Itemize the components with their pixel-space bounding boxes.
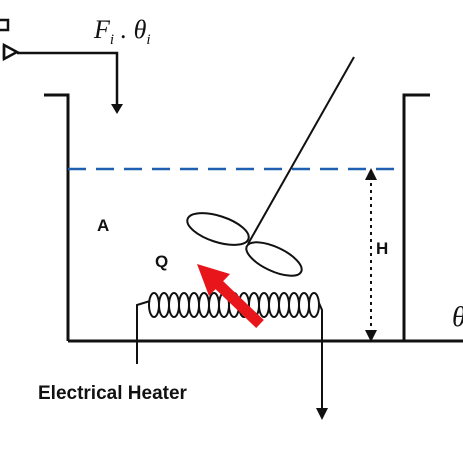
inflow-label: Fi . θi — [93, 15, 151, 48]
stirrer-icon — [186, 56, 355, 277]
tank-wall-left — [44, 93, 70, 341]
height-arrow-top — [365, 168, 377, 180]
tank-wall-right — [402, 93, 430, 341]
feed-arrow-head — [111, 104, 123, 114]
outflow-theta-label: θ — [452, 302, 463, 333]
feed-pipe — [17, 51, 119, 110]
heater-wire-arrow-head — [316, 408, 328, 420]
heater-caption: Electrical Heater — [38, 383, 188, 404]
height-label: H — [376, 239, 388, 258]
arrow-icon — [197, 264, 264, 328]
valve-icon — [0, 18, 20, 62]
area-label: A — [97, 216, 109, 235]
heat-label: Q — [155, 252, 168, 271]
height-arrow-bottom — [365, 330, 377, 342]
